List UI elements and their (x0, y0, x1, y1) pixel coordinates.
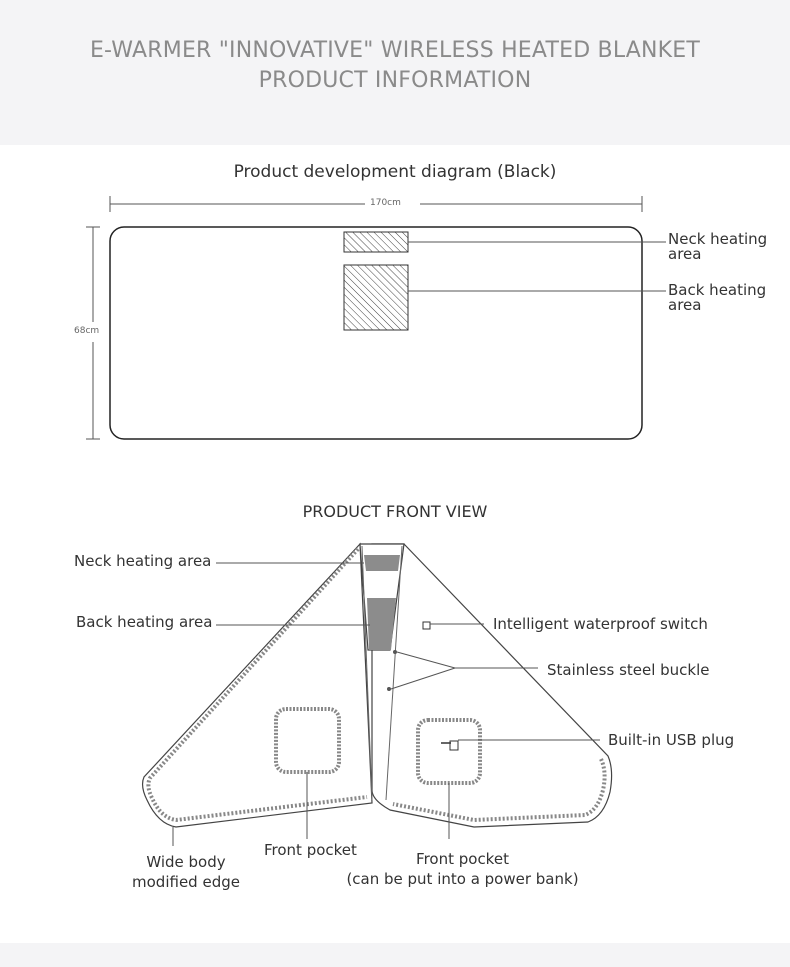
neck-heating-zone (343, 231, 409, 253)
left-pocket-label: Front pocket (264, 841, 357, 859)
usb-label: Built-in USB plug (608, 731, 735, 749)
front-view-title: PRODUCT FRONT VIEW (302, 502, 488, 521)
neck-heating-band (364, 555, 400, 571)
blanket-outline (109, 226, 643, 440)
neck-heating-label: Neck heating area (668, 230, 768, 263)
switch-icon (422, 621, 431, 630)
back-heating-zone (343, 264, 409, 331)
footer-band (0, 943, 790, 967)
left-front-pocket (274, 707, 341, 774)
right-edge-stitching (392, 758, 607, 823)
switch-label: Intelligent waterproof switch (493, 615, 708, 633)
development-diagram-title: Product development diagram (Black) (233, 162, 557, 182)
right-blanket-panel (371, 543, 613, 828)
left-edge-stitching (146, 547, 368, 823)
edge-label: Wide body modified edge (132, 853, 240, 891)
usb-plug-icon (449, 740, 459, 751)
height-dimension (86, 226, 100, 440)
right-pocket-label: Front pocket (can be put into a power ba… (346, 850, 579, 888)
back-heating-area-label: Back heating area (76, 613, 213, 631)
buckle-top-icon (393, 650, 397, 654)
page-title-line-1: E-WARMER "INNOVATIVE" WIRELESS HEATED BL… (89, 38, 701, 63)
buckle-bottom-icon (387, 687, 391, 691)
buckle-leader-1 (396, 651, 456, 669)
buckle-leader-2 (390, 667, 456, 690)
page-title-line-2: PRODUCT INFORMATION (258, 68, 532, 93)
back-heating-label: Back heating area (668, 281, 767, 314)
buckle-label: Stainless steel buckle (547, 661, 710, 679)
left-blanket-panel (141, 542, 373, 828)
width-label: 170cm (366, 198, 405, 208)
neck-heating-area-label: Neck heating area (74, 552, 212, 570)
height-label: 68cm (70, 326, 104, 336)
width-dimension (109, 196, 643, 212)
header-band (0, 0, 790, 145)
back-heating-band (367, 598, 396, 650)
